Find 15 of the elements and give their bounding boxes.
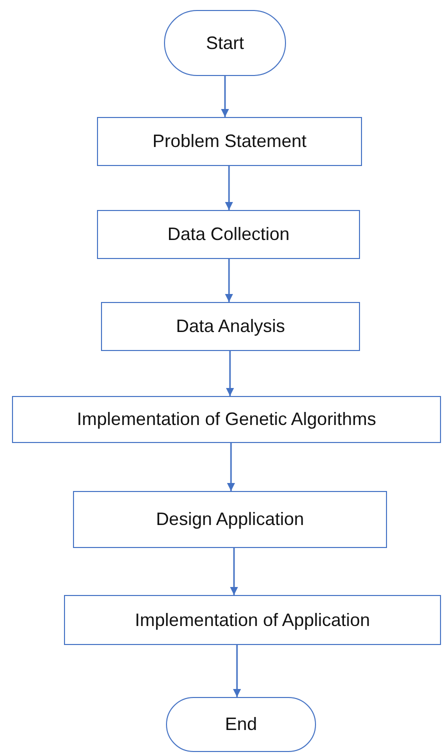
- arrow: [225, 166, 233, 210]
- terminal-pill: End: [166, 697, 316, 752]
- process-box: Problem Statement: [97, 117, 362, 166]
- arrow: [230, 548, 238, 595]
- arrow: [221, 76, 229, 117]
- process-box: Implementation of Application: [64, 595, 441, 645]
- arrow: [227, 443, 235, 491]
- process-box: Data Analysis: [101, 302, 360, 351]
- process-box: Design Application: [73, 491, 387, 548]
- terminal-pill: Start: [164, 10, 286, 76]
- process-box: Data Collection: [97, 210, 360, 259]
- process-box: Implementation of Genetic Algorithms: [12, 396, 441, 443]
- arrow: [233, 645, 241, 697]
- arrow: [225, 259, 233, 302]
- arrow: [226, 351, 234, 396]
